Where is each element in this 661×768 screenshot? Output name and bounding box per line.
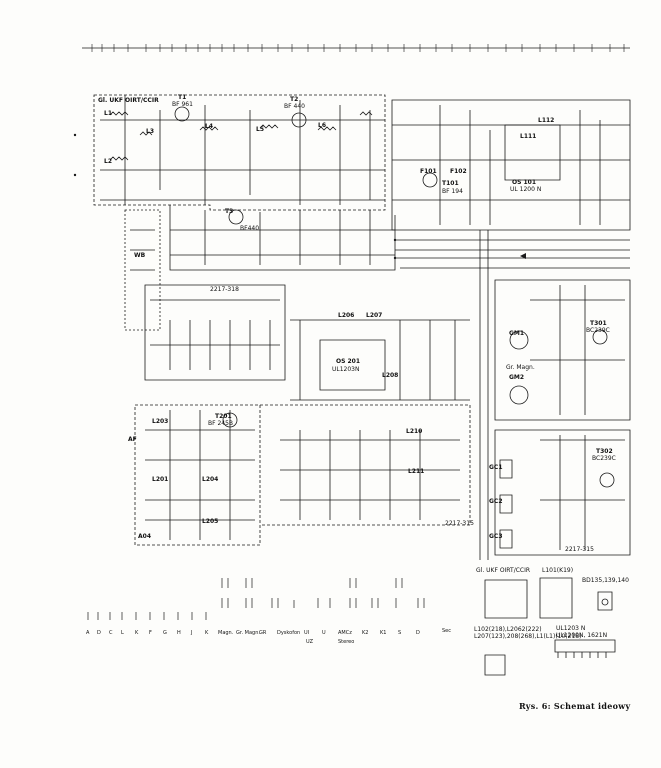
switch-label-k2: K (205, 630, 209, 636)
switch-matrix-code: 2217-318 (210, 286, 239, 293)
t1-type: BF 961 (172, 101, 193, 108)
l206-label: L206 (338, 312, 355, 319)
switch-label-k: K (135, 630, 139, 636)
switch-label-j: J (191, 630, 193, 636)
switch-label-c: C (109, 630, 113, 636)
l201-label: L201 (152, 476, 169, 483)
l6-label: L6 (318, 122, 326, 129)
gm1-label: GM1 (509, 330, 525, 337)
switch-label-gr-magn: Gr. Magn. (236, 630, 260, 636)
os101-label: OS 101 (512, 179, 537, 186)
switch-label-ui: UI (304, 630, 310, 636)
t2-label: T2 (290, 96, 299, 103)
switch-label-d: D (97, 630, 101, 636)
legend-ul1200: UL1200N, 1621N (556, 632, 608, 639)
t201-label: T201 (215, 413, 232, 420)
l211-label: L211 (408, 468, 425, 475)
switch-label-dyskofon: Dyskofon (277, 630, 301, 636)
l203-label: L203 (152, 418, 169, 425)
l111-label: L111 (520, 133, 537, 140)
legend-coils-1: L102(218),L2062(222) (474, 626, 542, 633)
switch-label-amcz: AMCz (338, 630, 352, 636)
os201-label: OS 201 (336, 358, 361, 365)
l2-label: L2 (104, 158, 112, 165)
switch-label-l: L (121, 630, 124, 636)
os201-type: UL1203N (332, 366, 360, 373)
l5-label: L5 (256, 126, 264, 133)
l205-label: L205 (202, 518, 219, 525)
gc3-label: GC3 (489, 533, 503, 540)
l204-label: L204 (202, 476, 219, 483)
switch-label-g: G (163, 630, 167, 636)
switch-label-u: U (322, 630, 326, 636)
switch-label-magn: Magn. (218, 630, 234, 636)
switch-sublabel-uz: UZ (306, 639, 313, 645)
t101-label: T101 (442, 180, 459, 187)
t301-label: T301 (590, 320, 607, 327)
l208-label: L208 (382, 372, 399, 379)
l207-label: L207 (366, 312, 383, 319)
t302-label: T302 (596, 448, 613, 455)
gm-magn-label: Gr. Magn. (506, 364, 535, 371)
wb-label: WB (134, 252, 146, 259)
t3-label: T3 (225, 208, 234, 215)
legend-ukf-label: Gl. UKF OIRT/CCIR (476, 567, 531, 574)
legend-bd: BD135,139,140 (582, 577, 629, 584)
t1-label: T1 (178, 94, 187, 101)
os101-type: UL 1200 N (510, 186, 542, 193)
legend-ul1203: UL1203 N (556, 625, 586, 632)
switch-label-gr: GR (259, 630, 267, 636)
switch-label-d2: D (416, 630, 420, 636)
switch-sublabel-stereo: Stereo (338, 639, 355, 645)
legend-l101: L101(K19) (542, 567, 574, 574)
gc1-label: GC1 (489, 464, 503, 471)
switch-label-k2b: K2 (362, 630, 369, 636)
f101-label: F101 (420, 168, 437, 175)
a04-label: A04 (138, 533, 151, 540)
l3-label: L3 (146, 128, 154, 135)
t302-type: BC239C (592, 455, 616, 462)
t2-type: BF 440 (284, 103, 305, 110)
gc2-label: GC2 (489, 498, 503, 505)
t3-type: BF440 (240, 225, 260, 232)
ukf-block-label: Gl. UKF OIRT/CCIR (98, 97, 159, 104)
switch-label-k1: K1 (380, 630, 387, 636)
gc-block-code: 2217-315 (565, 546, 594, 553)
switch-label-f: F (149, 630, 152, 636)
t101-type: BF 194 (442, 188, 463, 195)
af-block-code: 2217-315 (445, 520, 474, 527)
l4-label: L4 (205, 123, 213, 130)
l1-label: L1 (104, 110, 112, 117)
af-label: AF (128, 436, 137, 443)
switch-label-a: A (86, 630, 90, 636)
switch-label-h: H (177, 630, 181, 636)
l112-label: L112 (538, 117, 555, 124)
legend-coils-2: L207(123),208(268),L1(L1)(10(218) (474, 633, 582, 640)
t301-type: BC239C (586, 327, 610, 334)
sec-label: Sec (442, 628, 451, 634)
f102-label: F102 (450, 168, 467, 175)
t201-type: BF 245B (208, 420, 234, 427)
gm2-label: GM2 (509, 374, 525, 381)
l210-label: L210 (406, 428, 423, 435)
figure-caption: Rys. 6: Schemat ideowy (519, 701, 631, 711)
switch-label-s: S (398, 630, 402, 636)
